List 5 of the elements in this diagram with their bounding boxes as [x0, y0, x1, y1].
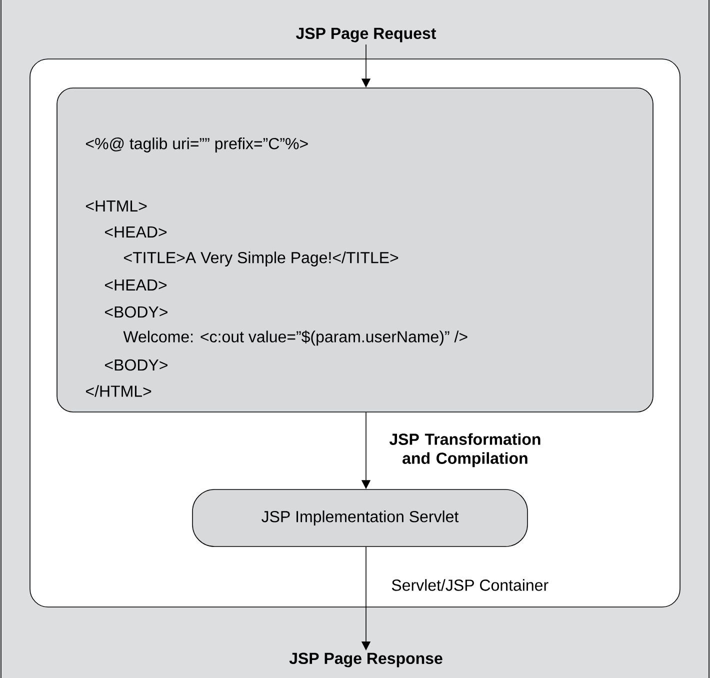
process-box: JSP Implementation Servlet — [192, 489, 528, 547]
flow-label: JSP Page Request — [296, 28, 436, 42]
flow-label: JSP Page Response — [289, 652, 442, 668]
code-box: <%@ taglib uri=”” prefix=”C”%> <HTML> <HEAD> <TITLE>A Very Simple Page!</TITLE> <HEAD> <BODY> Welcome: <c:out value=”$(param.userName)” /> <BODY> </HTML> — [56, 88, 654, 412]
edge-label: JSP Transformation and Compilation — [389, 433, 540, 468]
